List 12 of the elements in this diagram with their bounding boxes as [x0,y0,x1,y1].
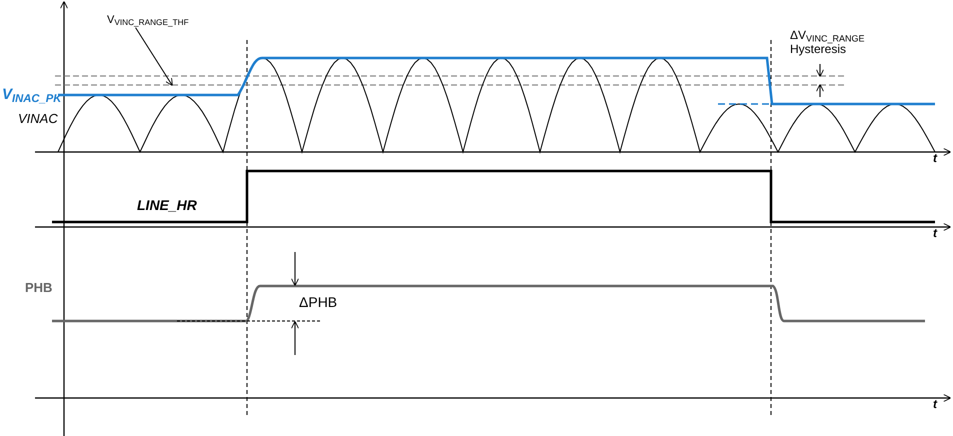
axis-label: t [933,152,937,166]
threshold-label: V$_{VINC_RANGE_THF}$ [107,14,189,27]
threshold-line [54,84,846,86]
axis-label: t [933,227,937,241]
signal-label: VINAC [18,112,58,127]
dimension-label: ΔPHB [299,294,338,310]
hysteresis-label: ΔV$_{VINC_RANGE}$ Hysteresis [790,29,866,57]
signal-label: V$_{INAC_PK}$ [2,86,62,104]
axis-label: t [933,398,937,412]
signal-label: LINE_HR [137,197,197,214]
leader-line [135,27,173,86]
signal-label: PHB [25,281,52,296]
